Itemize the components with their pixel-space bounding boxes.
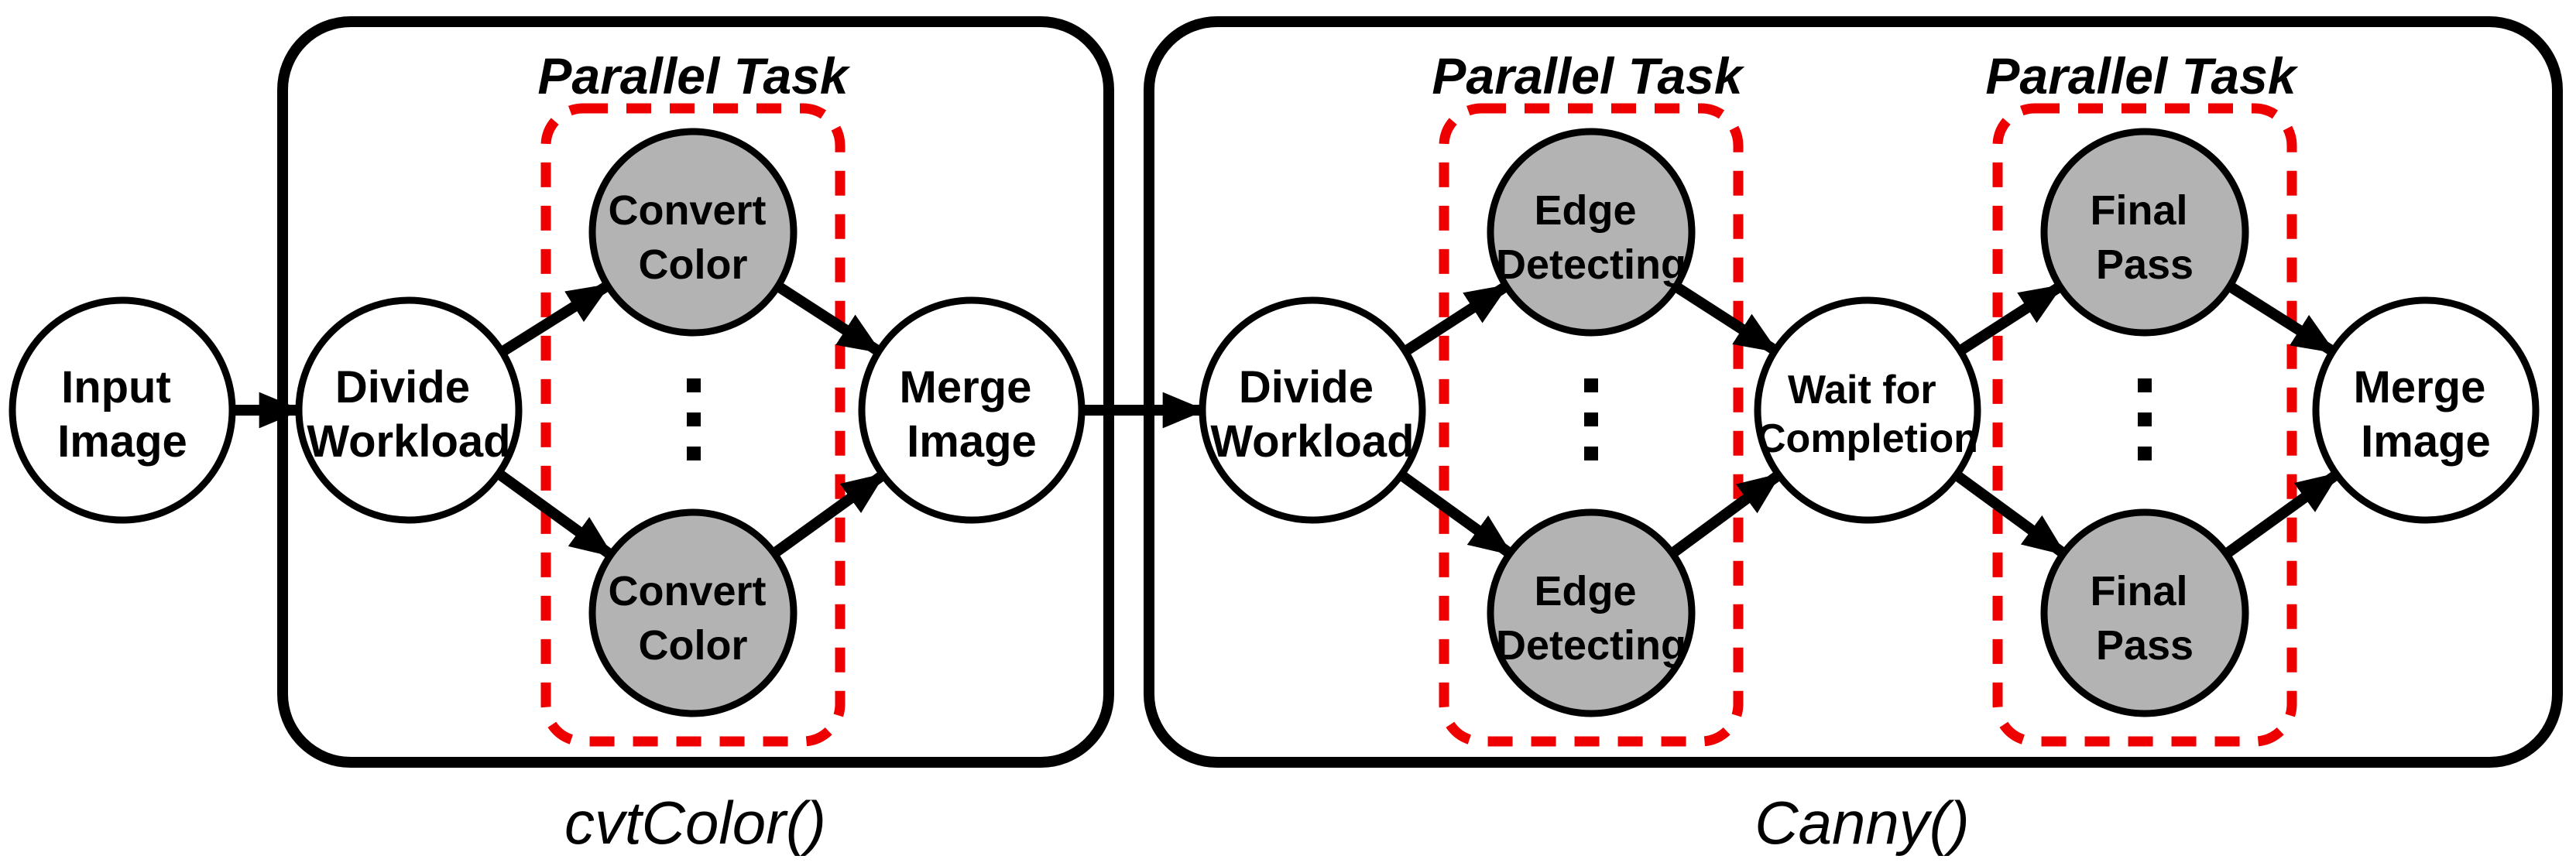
node-divide-workload-2: Divide Workload <box>1199 296 1426 524</box>
parallel-group-box-edge <box>1439 103 1744 747</box>
arrow-wait-to-final-top <box>1957 282 2063 355</box>
node-circle <box>2312 296 2540 524</box>
node-edge-detecting-bottom: Edge Detecting <box>1487 508 1696 717</box>
parallel-task-label-convert: Parallel Task <box>537 47 850 104</box>
arrow-edge-bottom-to-wait <box>1669 471 1782 558</box>
arrow-convert-top-to-merge1 <box>775 282 882 356</box>
arrow-divide2-to-edge-top <box>1402 282 1509 356</box>
node-input-image: Input Image <box>9 296 236 524</box>
stage-caption-canny: Canny() <box>1754 789 1969 857</box>
dot <box>1584 447 1598 460</box>
parallel-task-label-edge: Parallel Task <box>1432 47 1744 104</box>
arrow-final-bottom-to-merge2 <box>2222 470 2341 559</box>
node-label: Merge Image <box>2354 362 2499 467</box>
node-label: Wait for Completion <box>1757 368 1978 461</box>
dot <box>687 378 701 392</box>
node-label: Divide Workload <box>307 362 510 467</box>
node-final-pass-top: Final Pass <box>2040 128 2249 337</box>
parallel-task-label-final: Parallel Task <box>1985 47 2298 104</box>
stage-caption-cvtcolor: cvtColor() <box>564 789 826 857</box>
arrow-convert-bottom-to-merge1 <box>770 471 887 558</box>
node-final-pass-bottom: Final Pass <box>2040 508 2249 717</box>
parallel-group-box-final <box>1992 103 2297 747</box>
node-label: Divide Workload <box>1210 362 1414 467</box>
node-merge-image-1: Merge Image <box>858 296 1086 524</box>
arrow-wait-to-final-bottom <box>1953 471 2067 558</box>
dot <box>1584 412 1598 426</box>
node-circle <box>858 296 1086 524</box>
node-label: Edge Detecting <box>1496 568 1686 669</box>
arrow-divide1-to-convert-top <box>499 281 611 357</box>
parallel-group-box-convert <box>540 103 846 747</box>
ellipsis-dots-final <box>2138 378 2152 460</box>
node-label: Merge Image <box>900 362 1044 467</box>
arrow-final-top-to-merge2 <box>2227 282 2336 356</box>
ellipsis-dots-edge <box>1584 378 1598 460</box>
node-circle <box>9 296 236 524</box>
dot <box>2138 412 2152 426</box>
node-label: Convert Color <box>608 568 777 669</box>
node-circle <box>2040 508 2249 717</box>
arrow-divide1-to-convert-bottom <box>495 469 615 560</box>
stage-box-canny <box>1144 16 2563 768</box>
dot <box>2138 447 2152 460</box>
node-wait-for-completion: Wait for Completion <box>1754 296 1981 524</box>
node-label: Edge Detecting <box>1496 187 1686 288</box>
dot <box>2138 378 2152 392</box>
node-label: Input Image <box>57 362 187 467</box>
node-convert-color-bottom: Convert Color <box>588 508 797 717</box>
node-divide-workload-1: Divide Workload <box>295 296 523 524</box>
flow-arrows <box>232 281 2341 560</box>
node-circle <box>1487 508 1696 717</box>
node-edge-detecting-top: Edge Detecting <box>1487 128 1696 337</box>
node-circle <box>1754 296 1981 524</box>
dot <box>1584 378 1598 392</box>
node-circle <box>588 508 797 717</box>
arrow-edge-top-to-wait <box>1672 282 1779 355</box>
node-circle <box>588 128 797 337</box>
dot <box>687 447 701 460</box>
stage-box-cvtcolor <box>277 16 1114 768</box>
node-convert-color-top: Convert Color <box>588 128 797 337</box>
node-label: Convert Color <box>608 187 777 288</box>
node-label: Final Pass <box>2090 568 2199 669</box>
arrow-divide2-to-edge-bottom <box>1398 471 1514 558</box>
ellipsis-dots-convert <box>687 378 701 460</box>
node-circle <box>2040 128 2249 337</box>
node-merge-image-2: Merge Image <box>2312 296 2540 524</box>
dot <box>687 412 701 426</box>
node-circle <box>1487 128 1696 337</box>
node-circle <box>295 296 523 524</box>
node-circle <box>1199 296 1426 524</box>
node-label: Final Pass <box>2090 187 2199 288</box>
